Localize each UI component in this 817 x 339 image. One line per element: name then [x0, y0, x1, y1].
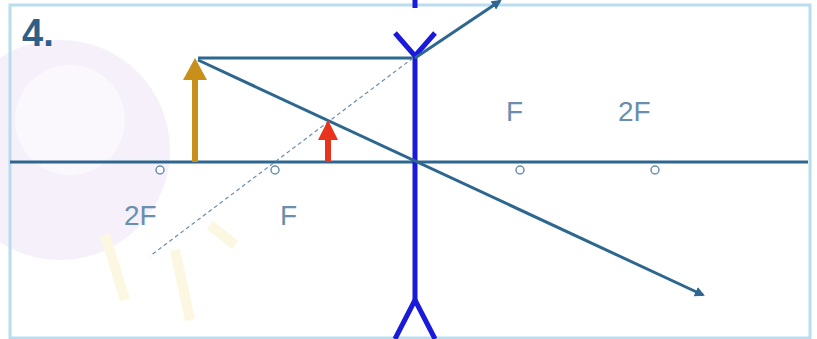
frame	[10, 5, 810, 338]
image-arrow	[318, 120, 338, 162]
object-arrow	[183, 58, 207, 162]
callout-number: 4.	[22, 14, 54, 52]
focal-label: 2F	[124, 202, 157, 230]
virtual-ray	[150, 58, 413, 256]
faded-cartoon	[0, 40, 235, 320]
diverging-lens	[395, 0, 435, 339]
focal-label: F	[506, 98, 523, 126]
optical-axis	[10, 161, 808, 164]
focal-points	[156, 166, 659, 174]
light-rays	[198, 1, 703, 295]
focal-label: F	[280, 202, 297, 230]
focal-label: 2F	[618, 98, 651, 126]
